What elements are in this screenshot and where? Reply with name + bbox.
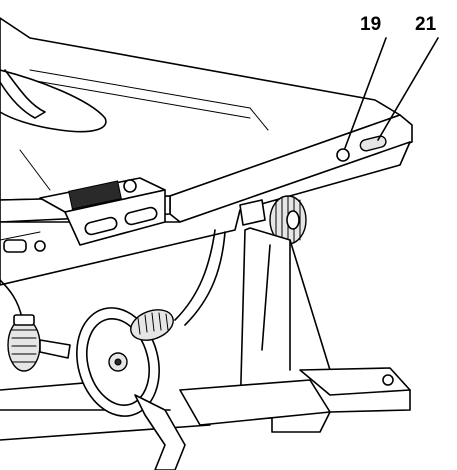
table-top — [0, 17, 413, 223]
callout-19: 19 — [360, 14, 381, 35]
apron-button — [34, 240, 46, 252]
top-groove — [19, 107, 269, 191]
scale-label-plate — [68, 180, 122, 210]
lock-knob — [7, 318, 41, 372]
small-round-knob — [336, 148, 350, 162]
scale-label-logo — [123, 179, 137, 193]
apron-panel — [0, 141, 411, 286]
leader-line-21 — [377, 37, 439, 141]
leader-line-19 — [344, 37, 387, 149]
lock-bracket — [39, 339, 71, 359]
stand-column — [179, 227, 411, 433]
miter-slot — [29, 69, 251, 119]
height-adjust-knob — [239, 195, 307, 245]
handwheel-grip — [130, 309, 174, 341]
bracket-slot-left — [84, 216, 118, 236]
front-apron — [0, 141, 411, 286]
cable — [0, 279, 23, 319]
knob-cap — [286, 210, 300, 230]
base-rail — [179, 379, 331, 426]
wheel-shaft — [174, 229, 216, 321]
saw-blade-guard — [0, 69, 46, 119]
apron-slot — [3, 239, 27, 253]
handwheel-nut — [114, 358, 122, 366]
bevel-handwheel — [76, 229, 226, 470]
knob-mount — [239, 199, 266, 226]
foot-bolt — [382, 374, 394, 386]
scale-bracket — [39, 177, 166, 246]
callout-21: 21 — [415, 14, 437, 35]
throat-plate — [0, 69, 107, 133]
crank-arm — [134, 394, 186, 470]
left-lock-knob — [0, 279, 71, 372]
lock-knob-collar — [13, 314, 35, 326]
oblong-slot-indicator — [359, 135, 387, 152]
bracket-slot-right — [124, 206, 158, 226]
column-foot — [299, 367, 411, 396]
